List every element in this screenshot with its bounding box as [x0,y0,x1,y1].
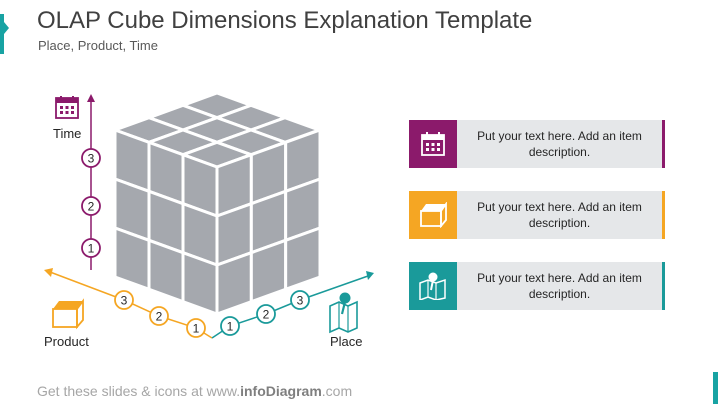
place-step-1-label: 1 [227,320,234,334]
footer-suffix: .com [321,383,353,399]
place-step-2: 2 [256,304,276,324]
time-axis-label: Time [53,126,82,141]
card-icon-box [409,191,457,239]
map-pin-icon [419,272,446,300]
product-axis-label: Product [44,334,89,349]
description-card-product: Put your text here. Add an item descript… [409,191,665,239]
card-text: Put your text here. Add an item descript… [477,129,642,159]
card-icon-box [409,262,457,310]
product-axis-arrowhead [44,268,53,277]
cube-cell-left [181,251,219,316]
cube-cell-left [147,238,185,304]
time-step-1-label: 1 [88,242,95,256]
box-icon [420,202,447,228]
place-step-3-label: 3 [297,294,304,308]
product-axis: 1 2 3 [44,268,213,339]
box-icon [52,298,84,330]
cube-cell-left [113,226,151,291]
card-accent-bar [662,262,665,310]
product-step-3: 3 [114,290,134,310]
calendar-icon [55,96,79,119]
card-accent-bar [662,120,665,168]
description-card-time: Put your text here. Add an item descript… [409,120,665,168]
footer-prefix: Get these slides & icons at www. [37,383,241,399]
description-card-place: Put your text here. Add an item descript… [409,262,665,310]
slide-accent-tip [4,22,9,34]
product-step-2: 2 [149,306,169,326]
product-step-1: 1 [186,318,206,338]
place-axis-label: Place [330,334,363,349]
place-step-3: 3 [290,290,310,310]
slide-accent-bar [0,14,4,54]
product-step-1-label: 1 [193,322,200,336]
time-step-3: 3 [81,148,101,168]
time-axis-arrowhead [87,94,95,102]
product-step-3-label: 3 [121,294,128,308]
card-text: Put your text here. Add an item descript… [477,271,642,301]
place-axis-arrowhead [366,271,374,280]
footer-text: Get these slides & icons at www.infoDiag… [37,383,352,399]
card-accent-bar [662,191,665,239]
card-text: Put your text here. Add an item descript… [477,200,642,230]
card-icon-box [409,120,457,168]
olap-cube [113,91,322,316]
map-pin-icon [329,292,358,334]
cube-cell-right [215,251,253,316]
product-step-2-label: 2 [156,310,163,324]
place-axis: 1 2 3 [211,271,374,339]
place-step-2-label: 2 [263,308,270,322]
page-subtitle: Place, Product, Time [38,38,158,53]
cube-cell-right [249,238,288,304]
time-step-3-label: 3 [88,152,95,166]
time-step-2-label: 2 [88,200,95,214]
time-step-2: 2 [81,196,101,216]
cube-cell-right [284,226,322,291]
place-step-1: 1 [220,316,240,336]
corner-accent [713,372,718,404]
footer-brand: infoDiagram [240,383,322,399]
time-step-1: 1 [81,238,101,258]
page-title: OLAP Cube Dimensions Explanation Templat… [37,7,533,34]
time-axis: 1 2 3 [55,94,101,270]
calendar-icon [421,132,445,156]
